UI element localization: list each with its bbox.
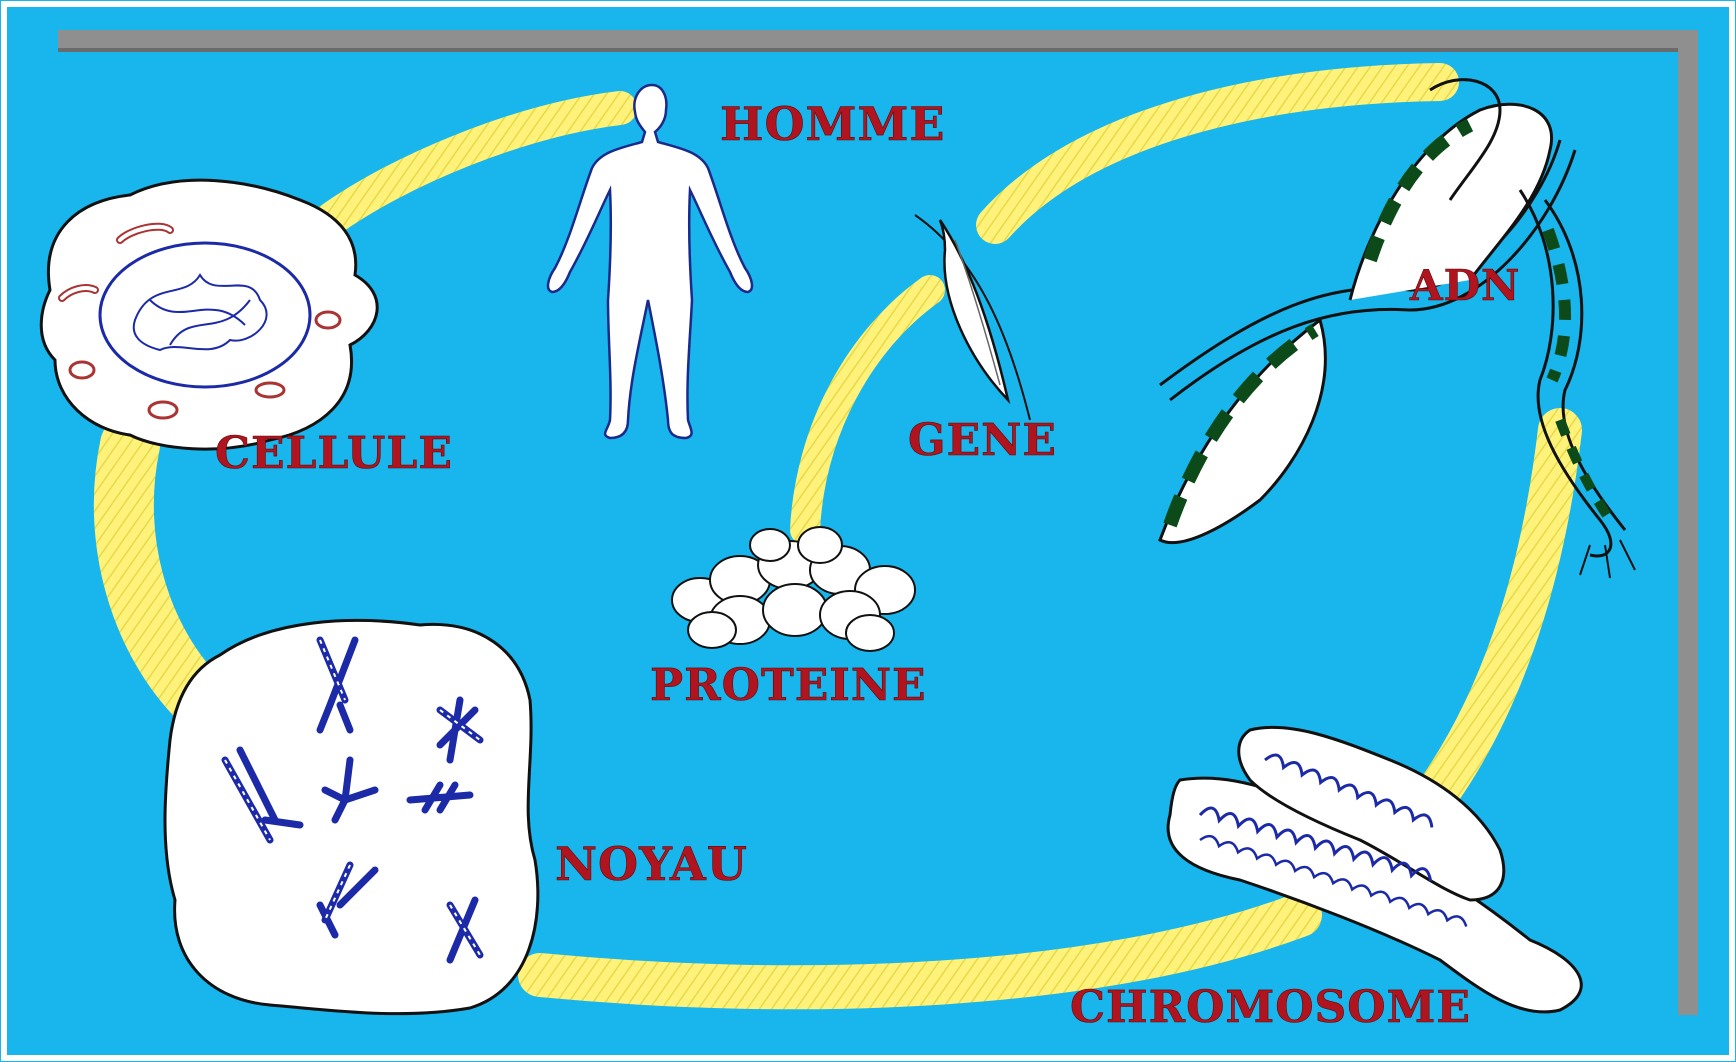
label-homme: HOMME — [720, 97, 945, 151]
nucleus-icon — [165, 620, 538, 1013]
cell-icon — [41, 180, 377, 449]
label-gene: GENE — [908, 415, 1057, 466]
label-adn: ADN — [1409, 261, 1520, 310]
label-cellule: CELLULE — [215, 428, 453, 479]
label-chromosome: CHROMOSOME — [1070, 982, 1471, 1033]
label-proteine: PROTEINE — [650, 660, 927, 711]
label-noyau: NOYAU — [555, 837, 748, 891]
